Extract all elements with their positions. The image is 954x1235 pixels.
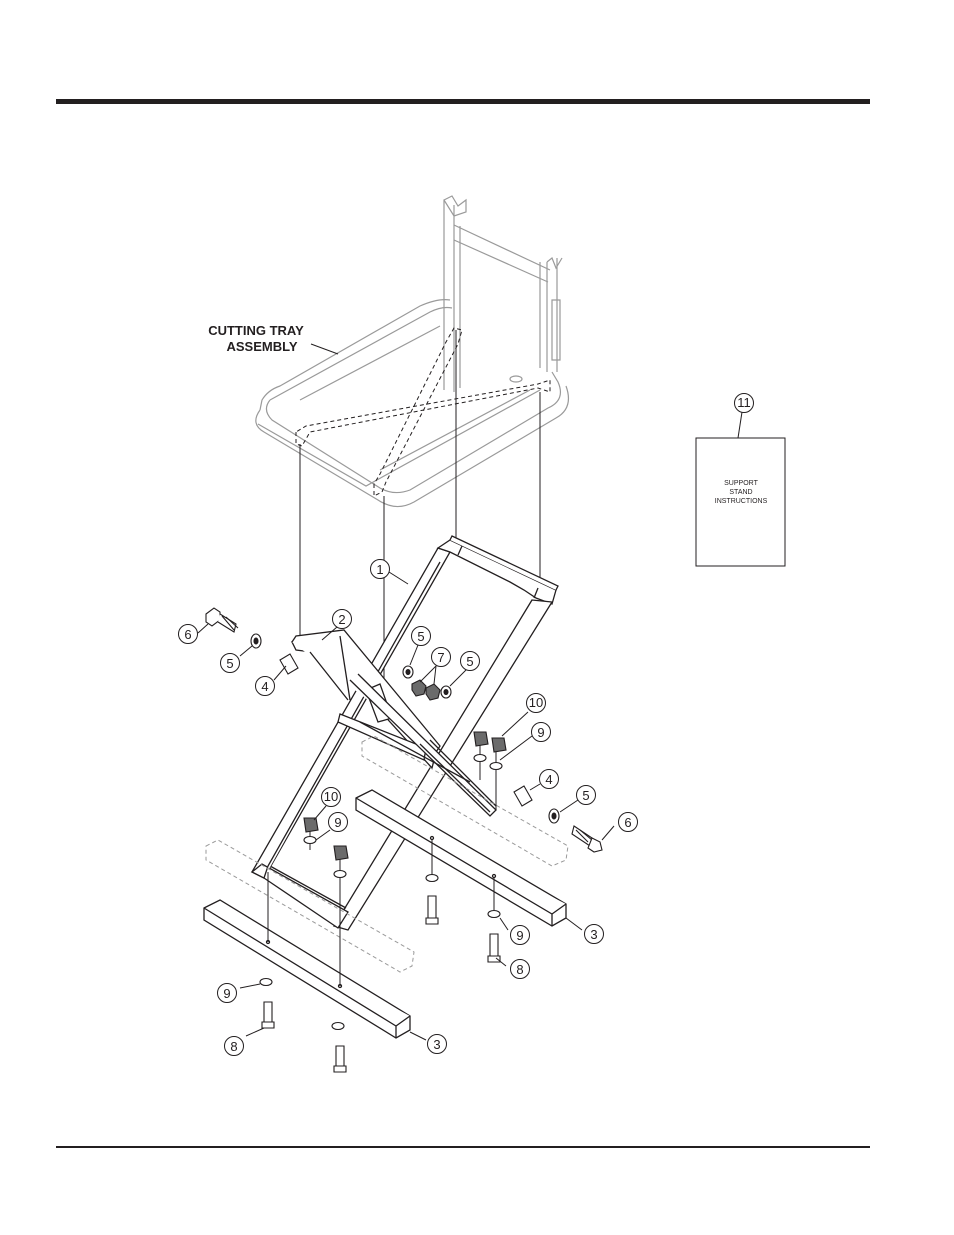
assembly-label-line1: CUTTING TRAY (208, 323, 304, 338)
svg-text:9: 9 (334, 815, 341, 830)
base-rail-lower (204, 900, 410, 1038)
callout-3-upper: 3 (585, 925, 604, 944)
booklet-line3: INSTRUCTIONS (715, 498, 768, 505)
svg-text:4: 4 (261, 679, 268, 694)
callout-9-upper-rail: 9 (511, 926, 530, 945)
callout-8-upper-rail: 8 (511, 960, 530, 979)
callout-5-right: 5 (577, 786, 596, 805)
svg-text:5: 5 (417, 629, 424, 644)
callout-9-right: 9 (532, 723, 551, 742)
svg-text:10: 10 (324, 789, 338, 804)
callout-10-left: 10 (322, 788, 341, 807)
svg-text:5: 5 (226, 656, 233, 671)
svg-text:10: 10 (529, 695, 543, 710)
callout-5-mid: 5 (412, 627, 431, 646)
svg-text:5: 5 (466, 654, 473, 669)
svg-text:3: 3 (433, 1037, 440, 1052)
callout-9-lower-rail: 9 (218, 984, 237, 1003)
callout-1: 1 (371, 560, 390, 579)
svg-text:11: 11 (737, 395, 751, 410)
callout-6-left: 6 (179, 625, 198, 644)
svg-text:5: 5 (582, 788, 589, 803)
svg-text:6: 6 (184, 627, 191, 642)
callout-3-lower: 3 (428, 1035, 447, 1054)
svg-text:3: 3 (590, 927, 597, 942)
booklet-leader (738, 412, 742, 438)
callout-5-left: 5 (221, 654, 240, 673)
callout-8-lower-rail: 8 (225, 1037, 244, 1056)
tray-support-x-dashed (296, 328, 550, 496)
svg-text:2: 2 (338, 612, 345, 627)
callout-2: 2 (333, 610, 352, 629)
cutting-tray-assembly (256, 196, 569, 507)
callout-5-right-mid: 5 (461, 652, 480, 671)
assembly-label-line2: ASSEMBLY (226, 339, 297, 354)
svg-text:7: 7 (437, 650, 444, 665)
callout-4-left: 4 (256, 677, 275, 696)
callout-4-right: 4 (540, 770, 559, 789)
booklet-line2: STAND (729, 489, 752, 496)
assembly-leader (311, 344, 338, 354)
svg-text:9: 9 (516, 928, 523, 943)
booklet-line1: SUPPORT (724, 480, 758, 487)
svg-text:8: 8 (230, 1039, 237, 1054)
svg-text:8: 8 (516, 962, 523, 977)
svg-text:1: 1 (376, 562, 383, 577)
svg-text:6: 6 (624, 815, 631, 830)
callout-6-right: 6 (619, 813, 638, 832)
callout-7: 7 (432, 648, 451, 667)
svg-text:9: 9 (537, 725, 544, 740)
svg-text:4: 4 (545, 772, 552, 787)
callout-9-left: 9 (329, 813, 348, 832)
svg-text:9: 9 (223, 986, 230, 1001)
callout-11: 11 (735, 394, 754, 413)
callout-10-right: 10 (527, 694, 546, 713)
